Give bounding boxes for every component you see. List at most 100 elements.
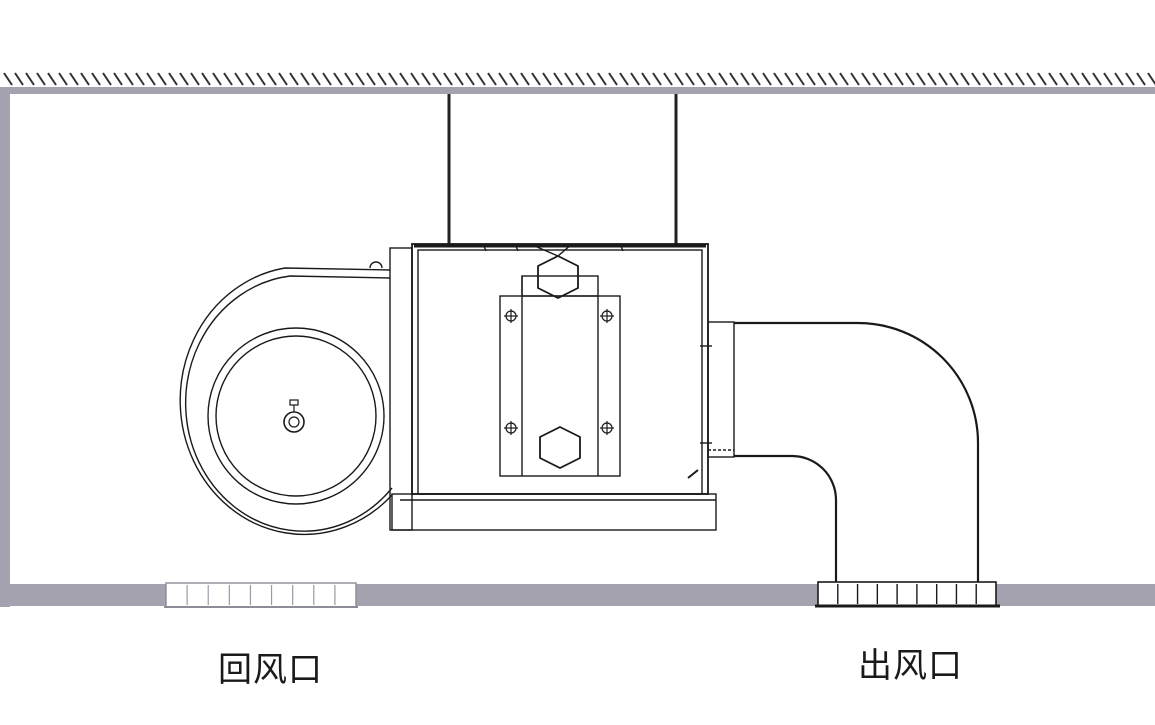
hatch-mark: [1048, 72, 1058, 86]
hatch-mark: [36, 72, 46, 86]
hatch-mark: [520, 72, 530, 86]
hatch-mark: [190, 72, 200, 86]
hatch-mark: [91, 72, 101, 86]
hatch-mark: [630, 72, 640, 86]
hatch-mark: [663, 72, 673, 86]
hatch-mark: [267, 72, 277, 86]
supply-air-vent-label: 出风口: [858, 646, 963, 686]
hatch-mark: [586, 72, 596, 86]
hatch-mark: [806, 72, 816, 86]
hatch-mark: [1081, 72, 1091, 86]
hatch-mark: [201, 72, 211, 86]
hatch-mark: [278, 72, 288, 86]
hatch-mark: [1026, 72, 1036, 86]
hatch-mark: [333, 72, 343, 86]
hatch-mark: [124, 72, 134, 86]
hatch-mark: [839, 72, 849, 86]
hatch-mark: [1103, 72, 1113, 86]
hatch-mark: [58, 72, 68, 86]
hatch-mark: [597, 72, 607, 86]
hatch-mark: [256, 72, 266, 86]
hatch-mark: [245, 72, 255, 86]
hex-nut-bottom: [539, 425, 581, 470]
hatch-mark: [828, 72, 838, 86]
hatch-mark: [751, 72, 761, 86]
hatch-mark: [674, 72, 684, 86]
hatch-mark: [619, 72, 629, 86]
hatch-mark: [729, 72, 739, 86]
ceiling-hatch: [3, 72, 1155, 86]
hatch-mark: [883, 72, 893, 86]
hatch-mark: [432, 72, 442, 86]
hatch-mark: [366, 72, 376, 86]
hatch-mark: [872, 72, 882, 86]
hatch-mark: [1059, 72, 1069, 86]
hatch-mark: [641, 72, 651, 86]
hatch-mark: [487, 72, 497, 86]
hatch-mark: [696, 72, 706, 86]
hatch-mark: [949, 72, 959, 86]
hatch-mark: [575, 72, 585, 86]
hatch-mark: [289, 72, 299, 86]
hatch-mark: [905, 72, 915, 86]
hatch-mark: [1037, 72, 1047, 86]
hatch-mark: [69, 72, 79, 86]
hatch-mark: [498, 72, 508, 86]
hatch-mark: [212, 72, 222, 86]
hatch-mark: [916, 72, 926, 86]
hatch-mark: [3, 72, 13, 86]
return-air-vent-label: 回风口: [218, 650, 323, 690]
hatch-mark: [861, 72, 871, 86]
hatch-mark: [553, 72, 563, 86]
hatch-mark: [740, 72, 750, 86]
blower-fan: [179, 261, 393, 536]
hatch-mark: [927, 72, 937, 86]
hatch-mark: [993, 72, 1003, 86]
hatch-mark: [1114, 72, 1124, 86]
hatch-mark: [707, 72, 717, 86]
hatch-mark: [311, 72, 321, 86]
hatch-mark: [179, 72, 189, 86]
hatch-mark: [113, 72, 123, 86]
hatch-mark: [685, 72, 695, 86]
return-air-grille: [164, 582, 358, 608]
hatch-mark: [762, 72, 772, 86]
hatch-mark: [652, 72, 662, 86]
hatch-mark: [1136, 72, 1146, 86]
hatch-mark: [300, 72, 310, 86]
hatch-mark: [355, 72, 365, 86]
hatch-mark: [509, 72, 519, 86]
hatch-mark: [817, 72, 827, 86]
hatch-mark: [773, 72, 783, 86]
hatch-mark: [718, 72, 728, 86]
hatch-mark: [1004, 72, 1014, 86]
hatch-mark: [344, 72, 354, 86]
hex-nut-top: [537, 254, 579, 300]
hatch-mark: [894, 72, 904, 86]
hatch-mark: [960, 72, 970, 86]
hatch-mark: [223, 72, 233, 86]
hatch-mark: [1147, 72, 1155, 86]
hatch-mark: [388, 72, 398, 86]
hatch-mark: [102, 72, 112, 86]
hatch-mark: [608, 72, 618, 86]
hatch-mark: [938, 72, 948, 86]
hatch-mark: [795, 72, 805, 86]
unit-box: [389, 243, 735, 531]
hatch-mark: [322, 72, 332, 86]
hatch-mark: [421, 72, 431, 86]
hatch-mark: [157, 72, 167, 86]
hatch-mark: [850, 72, 860, 86]
hatch-mark: [377, 72, 387, 86]
hatch-mark: [564, 72, 574, 86]
hatch-mark: [135, 72, 145, 86]
hatch-mark: [25, 72, 35, 86]
supply-air-grille: [815, 581, 1000, 608]
hatch-mark: [476, 72, 486, 86]
hatch-mark: [1070, 72, 1080, 86]
hatch-mark: [410, 72, 420, 86]
ceiling-slab: [0, 87, 1155, 94]
hatch-mark: [146, 72, 156, 86]
hatch-mark: [971, 72, 981, 86]
